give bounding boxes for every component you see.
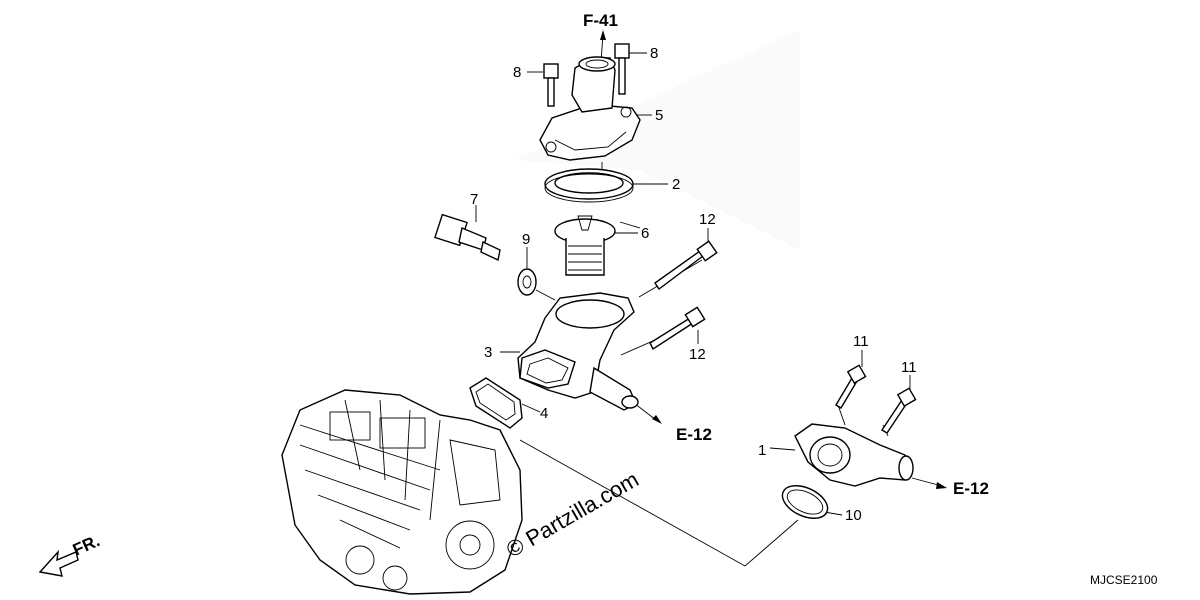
part-label-1: 1 (758, 442, 766, 459)
engine-block (281, 389, 523, 595)
background-pattern (515, 30, 800, 250)
part-label-8-left: 8 (513, 64, 521, 81)
part-label-5: 5 (655, 107, 663, 124)
arrow-right-icon (652, 415, 662, 424)
arrow-up-icon (600, 30, 606, 40)
front-direction-marker: FR. (38, 531, 103, 577)
bolt-part-8-right (614, 43, 630, 95)
temperature-sensor-part-7 (434, 213, 501, 262)
washer-part-9 (517, 268, 537, 296)
part-label-12-top: 12 (699, 211, 716, 228)
o-ring-part-10 (781, 485, 829, 519)
part-label-10: 10 (845, 507, 862, 524)
part-label-11-right: 11 (901, 359, 917, 376)
part-label-4: 4 (540, 405, 548, 422)
gasket-ring-part-2 (544, 168, 634, 203)
ref-label-e12-right: E-12 (953, 479, 989, 498)
part-label-12-bottom: 12 (689, 346, 706, 363)
diagram-code: MJCSE2100 (1090, 573, 1158, 587)
part-label-6: 6 (641, 225, 649, 242)
arrow-right-icon-2 (936, 482, 947, 489)
thermostat-part-6 (554, 215, 616, 276)
bolt-part-12-top (654, 240, 718, 291)
bolt-part-11-left (835, 364, 867, 409)
bolt-part-12-bottom (649, 306, 706, 351)
part-label-8-right: 8 (650, 45, 658, 62)
bolt-part-11-right (881, 387, 917, 434)
water-pipe-part-1 (794, 423, 914, 487)
front-marker-label: FR. (70, 531, 103, 559)
part-label-7: 7 (470, 191, 478, 208)
arrow-down-left-icon (38, 549, 79, 577)
ref-label-e12-mid: E-12 (676, 425, 712, 444)
part-label-3: 3 (484, 344, 492, 361)
bolt-part-8-left (543, 63, 559, 107)
part-label-2: 2 (672, 176, 680, 193)
thermostat-cover-part-5 (539, 56, 641, 161)
watermark: © Partzilla.com (502, 467, 643, 563)
part-label-9: 9 (522, 231, 530, 248)
thermostat-housing-part-3 (517, 292, 639, 411)
ref-label-f41: F-41 (583, 11, 618, 30)
part-label-11-left: 11 (853, 333, 869, 350)
gasket-part-4 (469, 377, 523, 429)
